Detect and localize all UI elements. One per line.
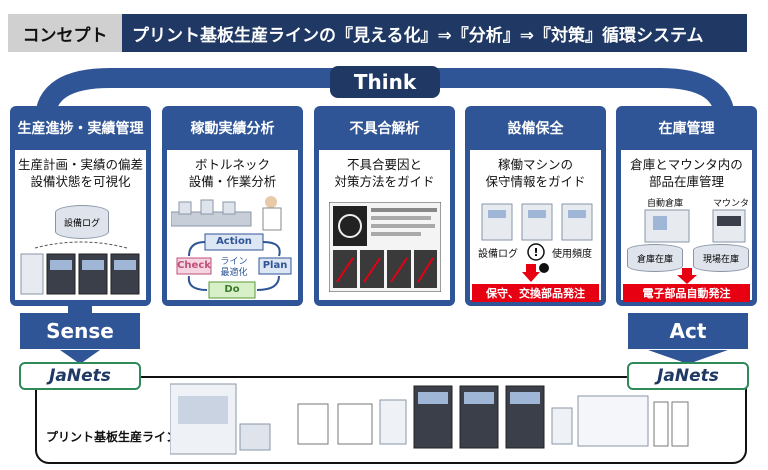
panel-desc: 生産計画・実績の偏差 設備状態を可視化 bbox=[15, 156, 146, 190]
maintenance-order-banner: 保守、交換部品発注 bbox=[472, 284, 599, 302]
desc-line-2: 対策方法をガイド bbox=[334, 174, 435, 189]
defect-guide-screen-illustration bbox=[329, 202, 441, 292]
desc-line-1: 稼働マシンの bbox=[497, 157, 573, 172]
think-label: Think bbox=[330, 66, 440, 98]
log-label: 設備ログ bbox=[63, 218, 100, 229]
panel-body: 倉庫とマウンタ内の 部品在庫管理 自動倉庫 マウンタ 倉庫在庫 現場在庫 電子部… bbox=[621, 150, 752, 302]
desc-line-2: 設備状態を可視化 bbox=[30, 174, 131, 189]
production-line-label: プリント基板生産ライン bbox=[46, 430, 179, 444]
sense-label: Sense bbox=[20, 313, 140, 349]
desc-line-2: 部品在庫管理 bbox=[648, 174, 724, 189]
pdca-center-1: ライン bbox=[220, 257, 248, 267]
production-line-box bbox=[35, 376, 747, 464]
production-line-machines-illustration bbox=[170, 383, 689, 455]
warehouse-mounter-illustration bbox=[644, 209, 746, 243]
warehouse-stock-db-icon: 倉庫在庫 bbox=[627, 244, 683, 272]
pdca-center-2: 最適化 bbox=[220, 268, 248, 278]
panel-title: 生産進捗・実績管理 bbox=[17, 121, 144, 137]
warning-icon: ! bbox=[527, 243, 545, 261]
panel-inventory-management: 在庫管理 倉庫とマウンタ内の 部品在庫管理 自動倉庫 マウンタ 倉庫在庫 現場在… bbox=[616, 106, 757, 306]
panel-body: 不具合要因と 対策方法をガイド bbox=[319, 150, 450, 300]
auto-warehouse-label: 自動倉庫 bbox=[647, 199, 684, 209]
panel-production-progress: 生産進捗・実績管理 生産計画・実績の偏差 設備状態を可視化 設備ログ bbox=[10, 106, 151, 306]
panel-title: 設備保全 bbox=[507, 121, 564, 137]
desc-line-2: 設備・作業分析 bbox=[188, 174, 277, 189]
act-label: Act bbox=[628, 313, 748, 349]
pdca-action: Action bbox=[216, 236, 252, 247]
panel-body: 稼働マシンの 保守情報をガイド 設備ログ ! 使用頻度 保守、交換部品発注 bbox=[470, 150, 601, 302]
page-title: プリント基板生産ラインの『見える化』⇒『分析』⇒『対策』循環システム bbox=[122, 14, 747, 52]
panel-title: 稼動実績分析 bbox=[190, 121, 275, 137]
pdca-check: Check bbox=[177, 260, 211, 271]
panel-title: 不具合解析 bbox=[349, 121, 420, 137]
site-stock-label: 現場在庫 bbox=[702, 254, 739, 265]
svg-text:!: ! bbox=[533, 246, 538, 259]
auto-order-banner: 電子部品自動発注 bbox=[623, 284, 750, 302]
janets-left-box: JaNets bbox=[19, 362, 141, 390]
concept-label: コンセプト bbox=[8, 14, 122, 52]
worker-microscope-illustration bbox=[171, 196, 282, 231]
panel-body: 生産計画・実績の偏差 設備状態を可視化 設備ログ bbox=[15, 150, 146, 300]
equipment-log-db-icon: 設備ログ bbox=[55, 205, 109, 239]
machines-illustration bbox=[481, 203, 593, 241]
pdca-do: Do bbox=[224, 284, 240, 295]
janets-right-box: JaNets bbox=[627, 362, 749, 390]
usage-frequency-label: 使用頻度 bbox=[552, 249, 592, 260]
mounter-label: マウンタ bbox=[713, 199, 750, 209]
sense-act-arrows bbox=[60, 306, 728, 364]
site-stock-db-icon: 現場在庫 bbox=[693, 244, 749, 272]
panel-desc: 稼働マシンの 保守情報をガイド bbox=[470, 156, 601, 190]
desc-line-1: ボトルネック bbox=[194, 157, 270, 172]
panel-body: ボトルネック 設備・作業分析 Action Plan Check Do ライン … bbox=[167, 150, 298, 300]
panel-desc: ボトルネック 設備・作業分析 bbox=[167, 156, 298, 190]
desc-line-1: 不具合要因と bbox=[346, 157, 422, 172]
panel-defect-analysis: 不具合解析 不具合要因と 対策方法をガイド bbox=[314, 106, 455, 306]
desc-line-1: 倉庫とマウンタ内の bbox=[630, 157, 743, 172]
pdca-cycle-diagram bbox=[176, 233, 292, 299]
desc-line-1: 生産計画・実績の偏差 bbox=[17, 157, 143, 172]
panel-operation-analysis: 稼動実績分析 ボトルネック 設備・作業分析 Action Plan Check … bbox=[162, 106, 303, 306]
desc-line-2: 保守情報をガイド bbox=[485, 174, 586, 189]
mounter-line-illustration bbox=[20, 241, 140, 295]
equipment-log-label: 設備ログ bbox=[478, 249, 518, 260]
pdca-plan: Plan bbox=[262, 260, 288, 271]
panel-equipment-maintenance: 設備保全 稼働マシンの 保守情報をガイド 設備ログ ! 使用頻度 保守、交換部品… bbox=[465, 106, 606, 306]
red-down-arrow-icon bbox=[677, 268, 697, 284]
red-down-arrow-icon bbox=[522, 263, 549, 282]
warehouse-stock-label: 倉庫在庫 bbox=[636, 254, 673, 265]
panel-desc: 不具合要因と 対策方法をガイド bbox=[319, 156, 450, 190]
panel-desc: 倉庫とマウンタ内の 部品在庫管理 bbox=[621, 156, 752, 190]
panel-title: 在庫管理 bbox=[658, 121, 715, 137]
